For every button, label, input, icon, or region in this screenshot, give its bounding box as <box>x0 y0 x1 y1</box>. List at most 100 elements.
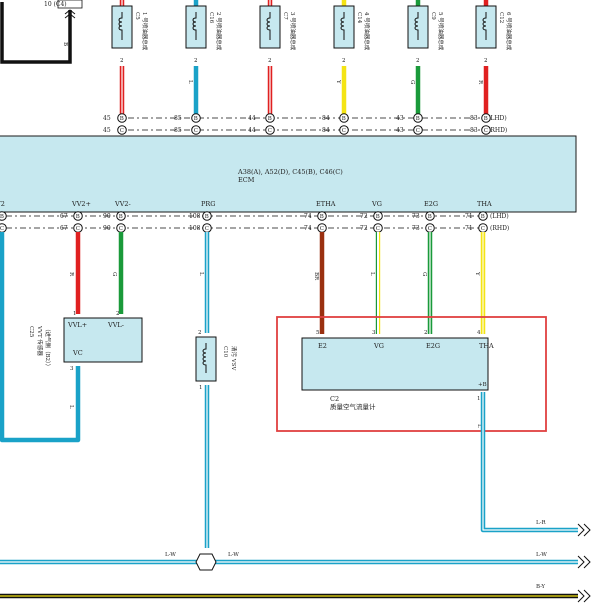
vvt-term-minus: VVL- <box>107 321 124 329</box>
ecm-top-left-num-b: 45 <box>103 115 111 122</box>
bus-continue-arrow-2-icon <box>577 555 591 569</box>
ecm-bottom-pin-c-7-letter: C <box>428 226 432 232</box>
maf-name: 质量空气流量计 <box>330 402 376 411</box>
splice-arrow-icon <box>64 9 76 19</box>
ecm-top-pin-b-1 <box>117 113 127 123</box>
inj1-name: 1 号喷油器总成 <box>141 12 149 51</box>
ecm-term-6: VG <box>371 200 382 208</box>
maf-term-3: E2G <box>426 342 440 350</box>
inj6-conn-id: C12 <box>498 12 504 23</box>
inj1-box <box>111 5 133 49</box>
bus-label-6: B-Y <box>536 584 545 590</box>
ecm-term-4: PRG <box>201 200 215 208</box>
maf-wire-code-3: G <box>421 272 427 276</box>
ecm-term-8: THA <box>477 200 492 208</box>
inj4-wire-code: Y <box>335 79 341 84</box>
ecm-top-num-c-4: 43 <box>396 127 404 134</box>
ecm-top-tag-rhd: (RHD) <box>488 127 507 134</box>
ecm-block: A38(A), A52(D), C45(B), C46(C) ECM <box>0 135 577 213</box>
inj4-conn-id: C14 <box>356 12 362 24</box>
ecm-bottom-pin-b-6 <box>373 211 383 221</box>
ecm-bottom-num-c-4: 74 <box>304 225 312 232</box>
ecm-connectors-label: A38(A), A52(D), C45(B), C46(C) <box>237 168 343 176</box>
inj3-name: 3 号喷油器总成 <box>289 12 297 51</box>
maf-wire-code-1: BR <box>313 272 319 281</box>
inj5-coil-icon <box>414 12 419 40</box>
inj4-box <box>333 5 355 49</box>
inj5-pin-bottom: 2 <box>416 58 420 64</box>
ecm-top-num-b-1: 85 <box>174 115 182 122</box>
maf-plus-b-wire-stripe <box>482 392 578 531</box>
ecm-bottom-num-b-1: 67 <box>60 213 68 220</box>
connector-c4-label: 10 (C4) <box>44 1 67 8</box>
ecm-bottom-num-b-7: 71 <box>465 213 473 220</box>
top-left-connector: 10 (C4) B <box>0 0 83 64</box>
vvt-wire-code-r: R <box>68 272 74 277</box>
inj1-conn-id: C5 <box>134 12 140 20</box>
junction-splice-icon <box>195 553 217 571</box>
ecm-bottom-pin-b-4-letter: B <box>205 214 209 220</box>
ecm-bottom-pin-c-2-letter: C <box>76 226 80 232</box>
ecm-bottom-pin-b-8-letter: B <box>481 214 485 220</box>
vvt-sensor-group: VVL+ VVL- VC 1 2 3 C25 VVT 传感器 （进气侧（B2））… <box>28 272 143 409</box>
ecm-top-pin-b-5-letter: B <box>416 116 420 122</box>
vvt-term-plus: VVL+ <box>67 321 87 329</box>
maf-conn-id: C2 <box>330 395 339 403</box>
ecm-top-pin-b-5 <box>413 113 423 123</box>
maf-bottom-wire-code: L <box>476 424 482 428</box>
ecm-bottom-num-c-1: 67 <box>60 225 68 232</box>
wire-code-b: B <box>62 42 68 46</box>
ecm-top-pin-b-6-letter: B <box>484 116 488 122</box>
prg-wire-code: L <box>198 272 204 276</box>
ecm-bottom-pin-c-1-letter: C <box>0 226 4 232</box>
ecm-bottom-connector-rows: V2BCVV2+BCVV2-BCPRGBCETHABCVGBCE2GBCTHAB… <box>0 200 509 548</box>
inj2-box <box>185 5 207 49</box>
ecm-top-pin-b-3 <box>265 113 275 123</box>
maf-pin-4: 4 <box>477 330 481 336</box>
ecm-bottom-pin-b-1-letter: B <box>0 214 4 220</box>
maf-highlight-frame <box>276 316 547 432</box>
ecm-term-3: VV2- <box>114 200 131 208</box>
bus-label-3: L-W <box>536 552 547 558</box>
inj2-conn-id: C16 <box>208 12 214 24</box>
ecm-term-7: E2G <box>424 200 438 208</box>
maf-pin-1: 5 <box>316 330 320 336</box>
inj6-box <box>475 5 497 49</box>
inj5-conn-id: C9 <box>430 12 436 20</box>
ecm-bottom-tag-lhd: (LHD) <box>490 213 509 220</box>
ecm-top-num-b-4: 43 <box>396 115 404 122</box>
bus-continue-arrow-1-icon <box>577 523 591 537</box>
ecm-top-pin-b-1-letter: B <box>120 116 124 122</box>
ecm-bottom-pin-b-7 <box>425 211 435 221</box>
ecm-top-tag-lhd: (LHD) <box>488 115 507 122</box>
ecm-top-pin-c-3 <box>265 125 275 135</box>
vsv-name: 清污 VSV <box>230 346 238 371</box>
vvt-pin-2: 2 <box>116 311 120 317</box>
inj6-wire-code: R <box>477 80 483 85</box>
inj2-pin-bottom: 2 <box>194 58 198 64</box>
maf-pin-3: 2 <box>424 330 428 336</box>
ecm-bottom-pin-b-8 <box>478 211 488 221</box>
ecm-bottom-pin-b-7-letter: B <box>428 214 432 220</box>
maf-term-1: E2 <box>318 342 327 350</box>
maf-wire-code-2: L <box>369 272 375 276</box>
vvt-sensor-box <box>63 317 143 363</box>
ecm-top-num-c-5: 83 <box>470 127 478 134</box>
ecm-top-pin-b-6 <box>481 113 491 123</box>
ecm-bottom-num-b-4: 74 <box>304 213 312 220</box>
ecm-top-pin-b-3-letter: B <box>268 116 272 122</box>
maf-term-2: VG <box>373 342 384 350</box>
vvt-wire-code-l: L <box>68 405 74 409</box>
inj5-name: 5 号喷油器总成 <box>437 12 445 51</box>
ecm-bottom-pin-b-3 <box>116 211 126 221</box>
inj1-pin-bottom: 2 <box>120 58 124 64</box>
ecm-bottom-num-c-2: 90 <box>103 225 111 232</box>
ecm-bottom-num-c-5: 72 <box>360 225 368 232</box>
bus-label-2: L-W <box>228 552 239 558</box>
ecm-bottom-num-c-3: 108 <box>189 225 201 232</box>
ecm-top-pin-c-4 <box>339 125 349 135</box>
ecm-top-pin-c-2-letter: C <box>194 128 198 134</box>
ecm-bottom-num-b-2: 90 <box>103 213 111 220</box>
